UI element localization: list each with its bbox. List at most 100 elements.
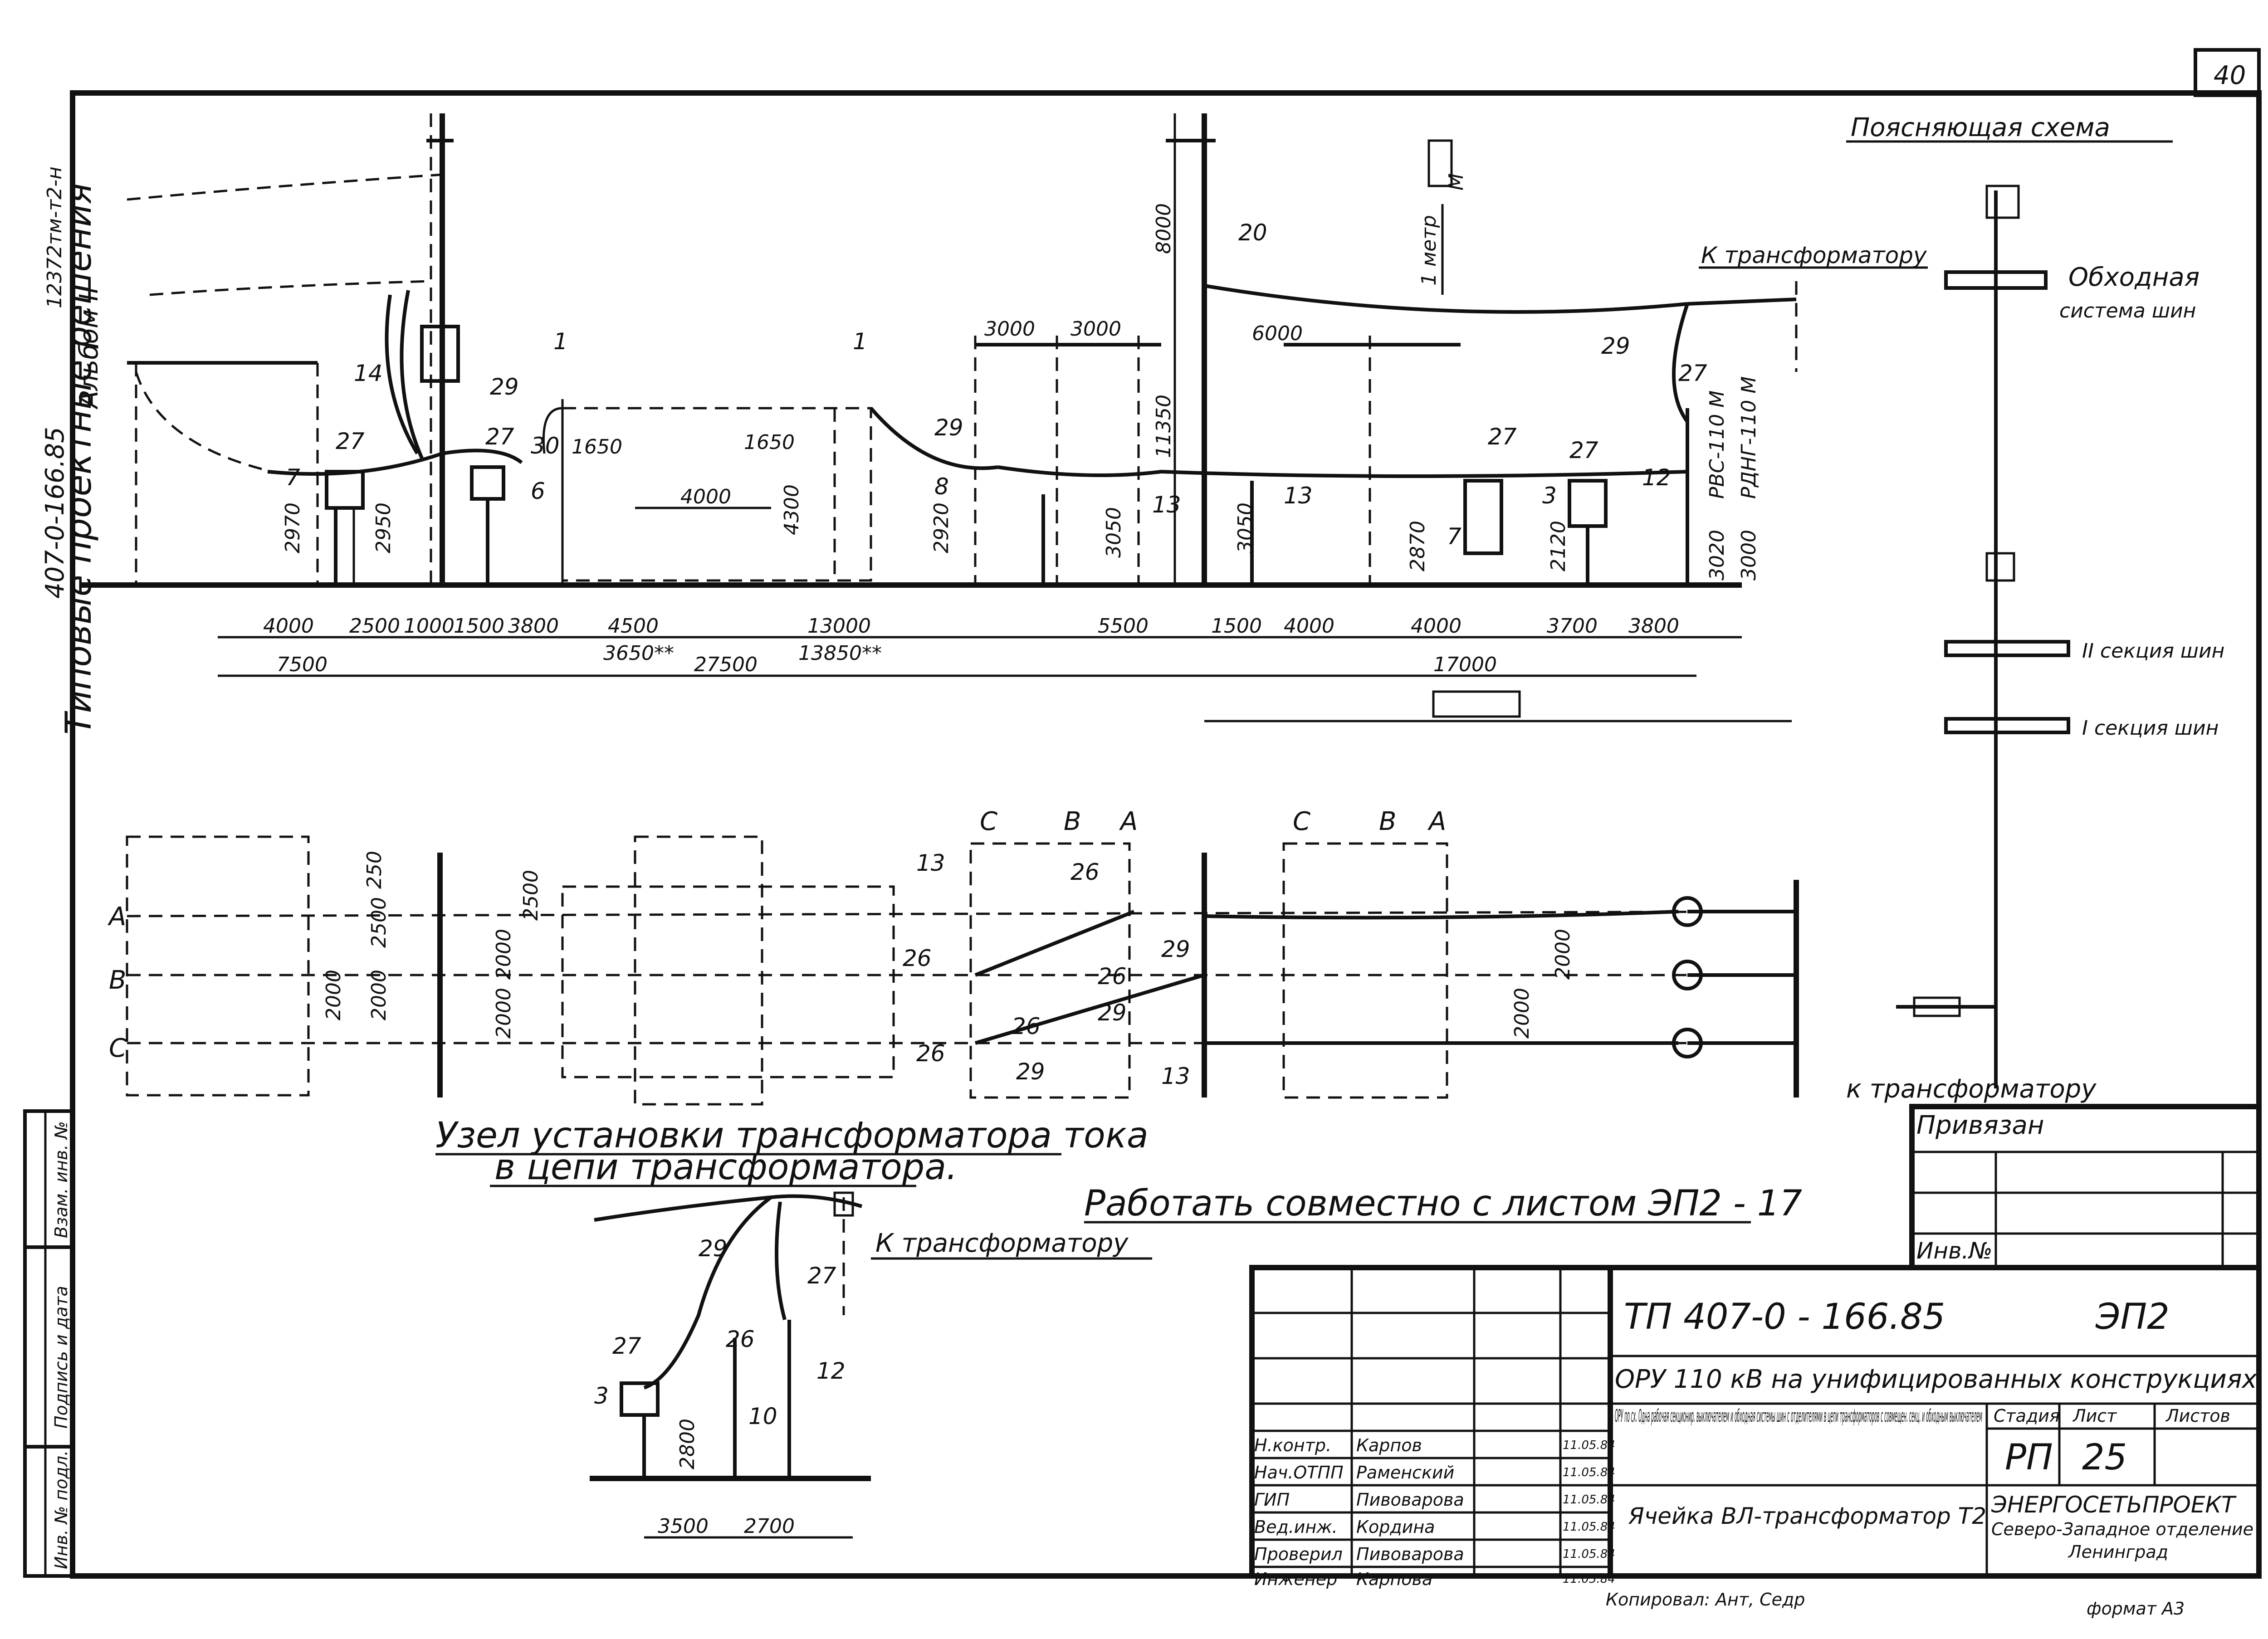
role: Нач.ОТПП (1254, 1463, 1344, 1483)
phase-label: С (109, 1034, 127, 1063)
node-detail-title-1: Узел установки трансформатора тока (435, 1115, 1149, 1156)
strip-sign-label: Подпись и дата (51, 1286, 71, 1429)
sheet-header: Лист (2072, 1406, 2117, 1426)
section-callout: 29 (490, 374, 519, 400)
sheet-code: ЭП2 (2095, 1297, 2170, 1337)
plan-dim: 2000 (367, 970, 391, 1020)
title-block: ТП 407-0 - 166.85 ЭП2 ОРУ 110 кВ на униф… (1249, 1265, 2262, 1589)
vdim: 2970 (281, 502, 304, 553)
plan-callout: 26 (1012, 1013, 1041, 1039)
project-description: ОРУ по сх. Одна рабочая секционир. выклю… (1615, 1406, 1982, 1426)
side-project-code: 407-0-166.85 (40, 427, 70, 599)
stamp-attached: Привязан (1916, 1111, 2044, 1140)
bottom-dim: 13000 (807, 615, 871, 638)
role: Проверил (1254, 1544, 1343, 1564)
top-dim: 3000 (984, 317, 1035, 341)
bay-label: А (1427, 807, 1446, 836)
side-album: Альбом II (74, 286, 104, 410)
date: 11.05.84 (1563, 1572, 1615, 1586)
name: Раменский (1356, 1463, 1454, 1483)
bottom-dim-sub: 3650** (603, 642, 674, 665)
date: 11.05.84 (1563, 1520, 1615, 1534)
bottom-dim: 3800 (1628, 615, 1679, 638)
top-dim: 1650 (744, 431, 795, 454)
sheet-number: 25 (2082, 1437, 2127, 1478)
left-strip: Инв. № подл. Подпись и дата Взам. инв. № (23, 1109, 74, 1578)
copied-by: Копировал: Ант, Седр (1606, 1590, 1805, 1610)
section-callout: 8 (934, 473, 949, 500)
node-callout: 10 (748, 1403, 777, 1429)
section-callout: 27 (1488, 424, 1517, 450)
role: Вед.инж. (1254, 1517, 1338, 1537)
vdim: 3020 (1706, 530, 1729, 580)
metre-marker-label: 1 метр (1418, 215, 1441, 286)
section-callout: 27 (485, 424, 514, 450)
section-callout: 14 (354, 360, 383, 386)
scheme-bypass-2: система шин (2059, 299, 2196, 322)
plan-callout: 29 (1016, 1059, 1045, 1085)
stage-value: РП (2005, 1437, 2053, 1478)
vdim: 2950 (372, 502, 395, 553)
bottom-dim: 4000 (263, 615, 314, 638)
bottom-dim: 5500 (1098, 615, 1149, 638)
vdim: 2120 (1547, 521, 1570, 571)
top-dim: 3000 (1070, 317, 1121, 341)
vdim: 8000 (1152, 203, 1175, 254)
bottom-dim: 4000 (1284, 615, 1334, 638)
org-name: ЭНЕРГОСЕТЬПРОЕКТ (1991, 1492, 2237, 1518)
sheet-format: формат А3 (2087, 1599, 2185, 1619)
sheet-frame (70, 90, 2262, 1579)
bottom-dim: 1500 (454, 615, 504, 638)
top-dim: 1650 (572, 435, 622, 459)
bottom-dim-2: 7500 (277, 653, 327, 676)
section-callout: 27 (1678, 360, 1707, 386)
bottom-dim: 1000 (404, 615, 455, 638)
stage-header: Стадия (1994, 1406, 2060, 1426)
node-detail-drawing: К трансформатору 29 27 27 26 12 3 10 280… (590, 1191, 1152, 1539)
section-callout: 27 (1569, 437, 1598, 463)
name: Кордина (1356, 1517, 1435, 1537)
page-corner-number: 40 (2214, 61, 2246, 90)
org-branch: Северо-Западное отделение (1991, 1519, 2253, 1539)
section-callout: 29 (934, 415, 963, 441)
bottom-dim: 2500 (349, 615, 400, 638)
stamp-inv: Инв.№ (1916, 1238, 1992, 1264)
section-callout: 6 (531, 478, 545, 504)
date: 11.05.84 (1563, 1466, 1615, 1479)
metre-marker-letter: М (1445, 173, 1468, 190)
scheme-bypass-1: Обходная (2068, 263, 2200, 292)
plan-callout: 26 (1098, 963, 1127, 990)
bottom-dim: 3800 (508, 615, 559, 638)
bottom-dim: 1500 (1211, 615, 1262, 638)
plan-dim: 2000 (492, 929, 515, 980)
vdim: 11350 (1152, 395, 1175, 458)
bay-label: В (1064, 807, 1081, 836)
plan-dim: 2000 (322, 970, 345, 1020)
section-callout: 13 (1152, 492, 1181, 518)
side-archive-code: 12372тм-т2-н (43, 166, 66, 308)
strip-inv-label: Инв. № подл. (51, 1450, 71, 1569)
name: Карпов (1356, 1435, 1422, 1455)
node-dim: 2700 (744, 1515, 795, 1538)
bottom-dim: 3700 (1547, 615, 1598, 638)
node-callout: 27 (612, 1333, 641, 1359)
doc-code: ТП 407-0 - 166.85 (1624, 1297, 1945, 1337)
section-callout: 3 (1542, 483, 1557, 509)
section-callout: 20 (1238, 220, 1267, 246)
plan-view: А В С С В А С В А 13 26 26 26 26 26 29 2… (108, 807, 2097, 1106)
bay-label: А (1119, 807, 1138, 836)
node-callout: 26 (726, 1326, 755, 1352)
node-dim: 2800 (676, 1419, 699, 1469)
scheme-section-1: I секция шин (2082, 717, 2219, 740)
plan-dim: 2500 (367, 897, 391, 948)
role: ГИП (1254, 1490, 1290, 1510)
node-to-transformer: К трансформатору (875, 1229, 1129, 1258)
section-to-transformer: К трансформатору (1701, 242, 1927, 268)
section-callout: 29 (1601, 333, 1630, 359)
scheme-section-2: II секция шин (2082, 639, 2224, 663)
bay-label: С (1293, 807, 1310, 836)
org-city: Ленинград (2068, 1542, 2168, 1562)
plan-callout: 29 (1161, 936, 1190, 962)
page-corner-box (2194, 48, 2261, 97)
section-callout: 7 (1447, 523, 1461, 550)
